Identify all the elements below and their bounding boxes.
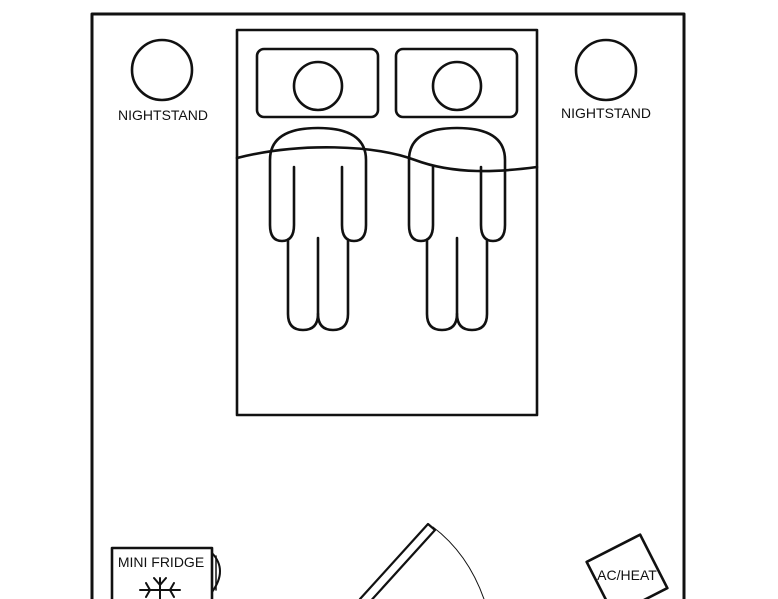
ac-heat-label: AC/HEAT: [597, 567, 657, 583]
room-walls: [90, 12, 686, 599]
person-figure: [268, 60, 368, 332]
person-body: [407, 126, 507, 243]
pillow-right: [394, 47, 519, 119]
person-head: [431, 60, 483, 112]
mini-fridge-label: MINI FRIDGE: [118, 554, 204, 570]
pillow-left: [255, 47, 380, 119]
nightstand-left: NIGHTSTAND: [118, 38, 208, 123]
mini-fridge: MINI FRIDGE: [110, 546, 221, 599]
person-head: [292, 60, 344, 112]
person-body: [268, 126, 368, 243]
bed: [235, 28, 539, 417]
blanket-edge: [235, 146, 539, 173]
nightstand-left-label: NIGHTSTAND: [118, 107, 208, 123]
person-figure: [407, 60, 507, 332]
ac-heat-unit: AC/HEAT: [585, 533, 669, 599]
door[interactable]: [358, 522, 486, 599]
nightstand-right: NIGHTSTAND: [561, 38, 651, 121]
nightstand-right-label: NIGHTSTAND: [561, 105, 651, 121]
snowflake-icon: [139, 577, 181, 599]
